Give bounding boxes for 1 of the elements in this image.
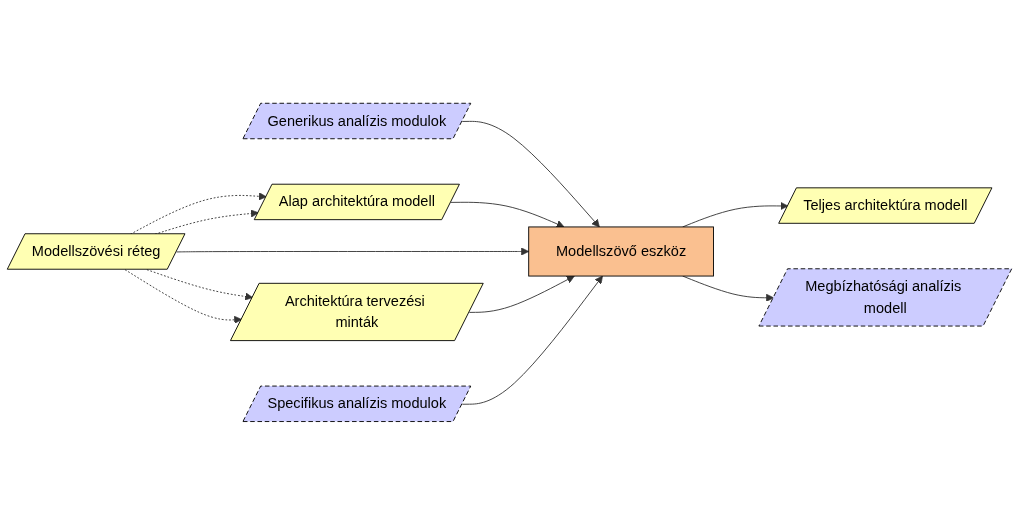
node-box: Modellszövő eszköz: [528, 226, 714, 277]
